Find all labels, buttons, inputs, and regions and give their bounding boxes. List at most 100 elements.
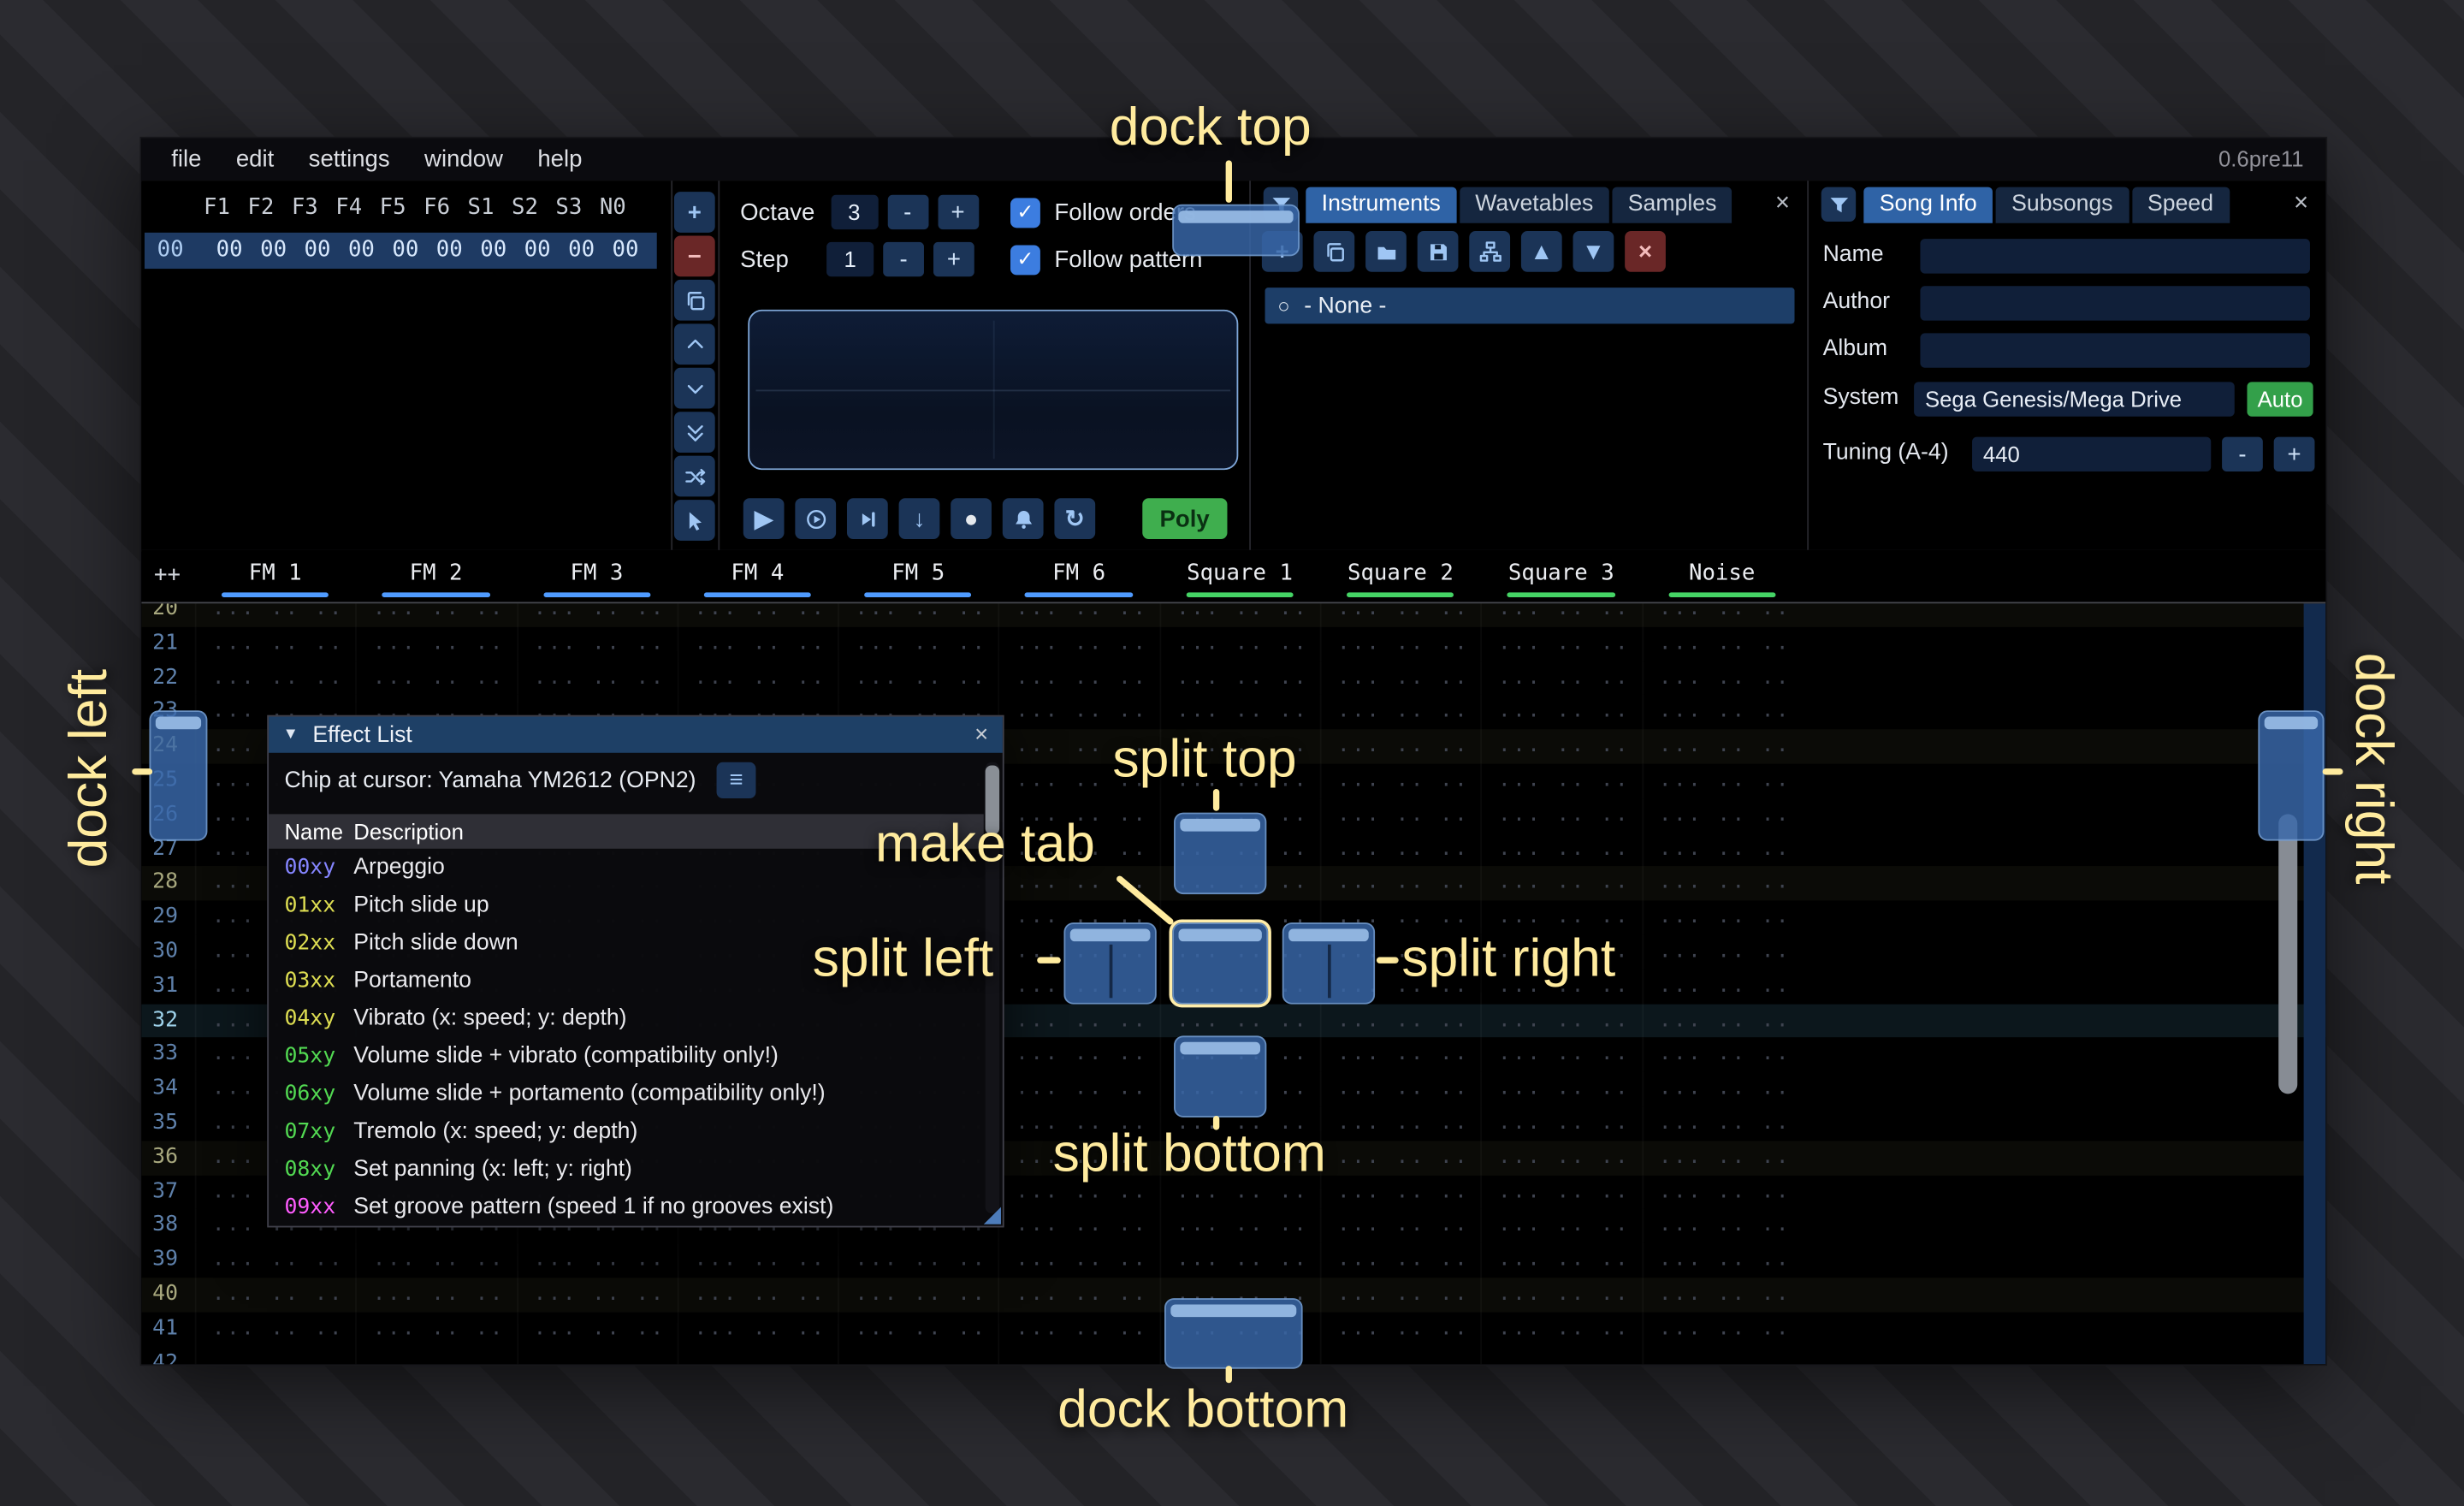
pattern-cell[interactable]: ... .. .. .... [1642, 1072, 1803, 1106]
pattern-cell[interactable]: ... .. .. .... [1159, 1175, 1320, 1209]
pattern-cell[interactable]: ... .. .. .... [1481, 1038, 1642, 1072]
play-button[interactable]: ▶ [743, 498, 785, 539]
menu-edit[interactable]: edit [235, 145, 275, 174]
pattern-cell[interactable]: ... .. .. .... [1642, 1312, 1803, 1346]
order-change-mode-button[interactable] [673, 455, 715, 497]
pattern-cell[interactable]: ... .. .. .... [1481, 1312, 1642, 1346]
pattern-cell[interactable]: ... .. .. .... [998, 1038, 1159, 1072]
move-order-up-button[interactable] [673, 323, 715, 365]
move-instrument-up-button[interactable]: ▲ [1520, 230, 1562, 272]
orders-cell[interactable]: 00 [568, 237, 595, 263]
pattern-cell[interactable]: ... .. .. .... [677, 1278, 838, 1312]
pattern-cell[interactable]: ... .. .. .... [677, 1346, 838, 1365]
pattern-cell[interactable]: ... .. .. .... [677, 603, 838, 626]
pattern-cell[interactable]: ... .. .. .... [1642, 1209, 1803, 1243]
step-row-button[interactable]: ↓ [898, 498, 940, 539]
save-instrument-button[interactable] [1417, 230, 1459, 272]
pattern-cell[interactable]: ... .. .. .... [998, 603, 1159, 626]
pattern-cell[interactable]: ... .. .. .... [677, 1243, 838, 1278]
pattern-cell[interactable]: ... .. .. .... [1481, 1004, 1642, 1038]
tab-song-info[interactable]: Song Info [1863, 186, 1993, 222]
pattern-cell[interactable]: ... .. .. .... [1481, 833, 1642, 867]
instrument-list-item[interactable]: ○- None - [1265, 288, 1795, 324]
pattern-cell[interactable]: ... .. .. .... [1642, 1004, 1803, 1038]
pattern-cell[interactable]: ... .. .. .... [1481, 626, 1642, 661]
octave-increase-button[interactable]: + [937, 194, 979, 230]
menu-settings[interactable]: settings [308, 145, 390, 174]
order-edit-toggle-button[interactable] [673, 500, 715, 541]
pattern-cell[interactable]: ... .. .. .... [1642, 1346, 1803, 1365]
pattern-cell[interactable]: ... .. .. .... [1642, 935, 1803, 969]
pattern-cell[interactable]: ... .. .. .... [677, 661, 838, 696]
pattern-cell[interactable]: ... .. .. .... [1320, 1106, 1481, 1141]
pattern-cell[interactable]: ... .. .. .... [1320, 798, 1481, 833]
channel-header-fm-2[interactable]: FM 2 [356, 550, 517, 602]
pattern-cell[interactable]: ... .. .. .... [1320, 833, 1481, 867]
pattern-cell[interactable]: ... .. .. .... [1481, 935, 1642, 969]
pattern-cell[interactable]: ... .. .. .... [356, 1278, 517, 1312]
pattern-cell[interactable]: ... .. .. .... [998, 730, 1159, 764]
pattern-cell[interactable]: ... .. .. .... [998, 1346, 1159, 1365]
song-album-input[interactable] [1920, 333, 2310, 368]
pattern-scrollbar-thumb[interactable] [2278, 814, 2298, 1094]
pattern-cell[interactable]: ... .. .. .... [1481, 696, 1642, 730]
add-order-button[interactable]: + [673, 192, 715, 233]
step-decrease-button[interactable]: - [883, 241, 924, 277]
pattern-cell[interactable]: ... .. .. .... [517, 661, 678, 696]
play-pattern-button[interactable] [795, 498, 837, 539]
tuning-input[interactable]: 440 [1972, 436, 2212, 472]
channel-header-fm-3[interactable]: FM 3 [517, 550, 678, 602]
pattern-cell[interactable]: ... .. .. .... [195, 1243, 356, 1278]
channel-header-square-1[interactable]: Square 1 [1159, 550, 1320, 602]
pattern-cell[interactable]: ... .. .. .... [1642, 1243, 1803, 1278]
make-tab-target[interactable] [1169, 919, 1271, 1008]
pattern-cell[interactable]: ... .. .. .... [998, 1312, 1159, 1346]
duplicate-order-end-button[interactable] [673, 412, 715, 453]
pattern-cell[interactable]: ... .. .. .... [998, 1243, 1159, 1278]
move-instrument-down-button[interactable]: ▼ [1573, 230, 1614, 272]
filter-song-button[interactable] [1821, 187, 1857, 222]
pattern-cell[interactable]: ... .. .. .... [1320, 764, 1481, 798]
pattern-cell[interactable]: ... .. .. .... [1481, 1106, 1642, 1141]
dock-bottom-target[interactable] [1164, 1298, 1303, 1369]
song-author-input[interactable] [1920, 286, 2310, 321]
pattern-cell[interactable]: ... .. .. .... [1481, 969, 1642, 1004]
pattern-cell[interactable]: ... .. .. .... [195, 1312, 356, 1346]
split-right-target[interactable] [1282, 922, 1376, 1005]
pattern-cell[interactable]: ... .. .. .... [1481, 1243, 1642, 1278]
pattern-cell[interactable]: ... .. .. .... [1642, 661, 1803, 696]
pattern-cell[interactable]: ... .. .. .... [1320, 1209, 1481, 1243]
pattern-cell[interactable]: ... .. .. .... [1320, 730, 1481, 764]
tab-speed[interactable]: Speed [2131, 186, 2230, 222]
pattern-cell[interactable]: ... .. .. .... [1481, 1346, 1642, 1365]
pattern-cell[interactable]: ... .. .. .... [1642, 696, 1803, 730]
menu-file[interactable]: file [171, 145, 202, 174]
pattern-cell[interactable]: ... .. .. .... [356, 603, 517, 626]
pattern-cell[interactable]: ... .. .. .... [195, 661, 356, 696]
pattern-cell[interactable]: ... .. .. .... [1159, 696, 1320, 730]
pattern-cell[interactable]: ... .. .. .... [517, 1312, 678, 1346]
orders-cell[interactable]: 00 [435, 237, 463, 263]
pattern-cell[interactable]: ... .. .. .... [838, 1346, 998, 1365]
effect-list-menu-button[interactable]: ≡ [716, 762, 756, 799]
pattern-cell[interactable]: ... .. .. .... [356, 1243, 517, 1278]
close-effect-list-button[interactable]: × [974, 721, 989, 749]
pattern-cell[interactable]: ... .. .. .... [1159, 626, 1320, 661]
orders-cell[interactable]: 00 [524, 237, 551, 263]
pattern-cell[interactable]: ... .. .. .... [1320, 1004, 1481, 1038]
pattern-cell[interactable]: ... .. .. .... [1320, 1312, 1481, 1346]
channel-header-square-3[interactable]: Square 3 [1481, 550, 1642, 602]
pattern-cell[interactable]: ... .. .. .... [1642, 730, 1803, 764]
pattern-cell[interactable]: ... .. .. .... [517, 1243, 678, 1278]
pattern-cell[interactable]: ... .. .. .... [998, 1072, 1159, 1106]
pattern-cell[interactable]: ... .. .. .... [517, 626, 678, 661]
system-select[interactable]: Sega Genesis/Mega Drive [1914, 382, 2235, 417]
expand-channels-button[interactable]: ++ [153, 562, 181, 588]
